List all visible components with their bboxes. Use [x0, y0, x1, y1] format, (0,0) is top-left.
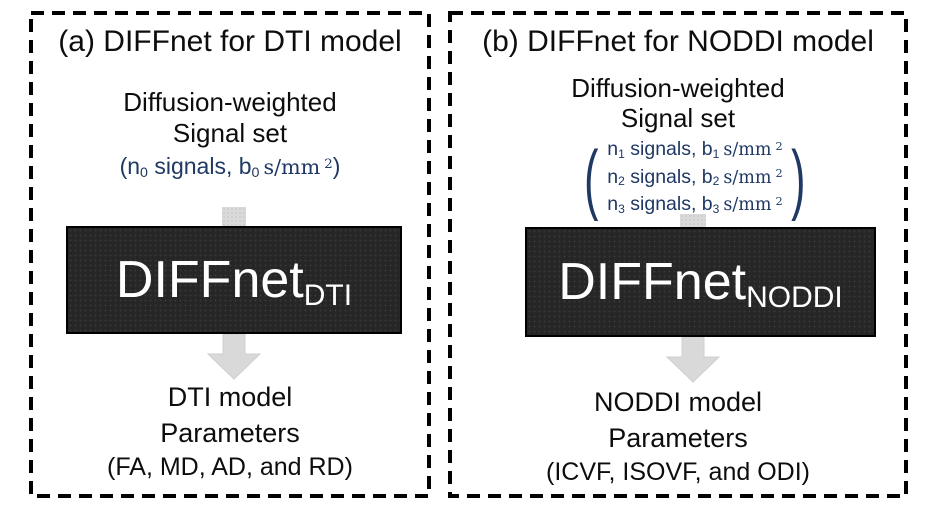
panel-dti: (a) DIFFnet for DTI model Diffusion-weig…: [29, 11, 431, 498]
signal-unit: s/mm: [263, 155, 321, 179]
row1-mid: signals, b: [624, 138, 713, 160]
row3-n-subscript: 3: [618, 201, 625, 216]
input-signal-label-line1: Diffusion-weighted: [123, 87, 337, 117]
row1-b-subscript: 1: [712, 146, 720, 161]
output-parameters-label: NODDI model Parameters (ICVF, ISOVF, and…: [448, 384, 908, 488]
row2-b-subscript: 2: [712, 174, 720, 189]
input-signal-label-line2: Signal set: [172, 118, 288, 148]
diffnet-box-subscript: DTI: [303, 279, 353, 312]
output-line3: (ICVF, ISOVF, and ODI): [546, 458, 810, 486]
output-line3: (FA, MD, AD, and RD): [107, 453, 353, 481]
signal-mid: signals, b: [147, 153, 252, 179]
panel-dti-title: (a) DIFFnet for DTI model: [58, 25, 402, 58]
signal-n-subscript: 0: [140, 165, 148, 182]
input-signal-label: Diffusion-weighted Signal set: [448, 73, 908, 133]
row3-mid: signals, b: [624, 193, 713, 215]
input-signal-label-line1: Diffusion-weighted: [571, 73, 785, 103]
signal-open: (n: [119, 153, 141, 179]
signal-b-subscript: 0: [251, 165, 260, 182]
input-arrow-tail-icon: [680, 214, 706, 230]
input-signal-label: Diffusion-weighted Signal set: [29, 87, 431, 149]
panel-noddi-dashed-border: [448, 11, 908, 498]
diffnet-box-label: DIFFnet: [115, 251, 304, 309]
row2-superscript: 2: [775, 167, 783, 181]
down-arrow-icon: [665, 337, 721, 383]
row3-n: n: [607, 193, 619, 215]
output-line2: Parameters: [160, 418, 300, 448]
row2-unit: s/mm: [723, 167, 772, 188]
row3-unit: s/mm: [723, 195, 772, 215]
matrix-paren-right: ): [791, 134, 806, 223]
output-line2: Parameters: [608, 423, 748, 453]
row3-superscript: 2: [775, 194, 783, 208]
panel-noddi-title: (b) DIFFnet for NODDI model: [482, 25, 874, 58]
signal-superscript: 2: [324, 157, 333, 172]
matrix-paren-left: (: [584, 134, 599, 223]
row1-n-subscript: 1: [618, 146, 625, 161]
panel-noddi: (b) DIFFnet for NODDI model Diffusion-we…: [448, 11, 908, 498]
input-signal-label-line2: Signal set: [620, 103, 736, 133]
row3-b-subscript: 3: [712, 201, 720, 216]
signal-close: ): [332, 153, 341, 179]
output-parameters-label: DTI model Parameters (FA, MD, AD, and RD…: [29, 379, 431, 483]
input-arrow-tail-icon: [222, 207, 246, 229]
row2-n: n: [607, 165, 619, 188]
row2-n-subscript: 2: [618, 174, 625, 189]
output-line1: DTI model: [167, 382, 293, 412]
panel-dti-dashed-border: [29, 11, 431, 498]
row2-mid: signals, b: [624, 165, 713, 188]
row1-unit: s/mm: [723, 140, 772, 160]
diffnet-box-subscript: NODDI: [746, 281, 843, 314]
row1-n: n: [607, 138, 619, 160]
row1-superscript: 2: [775, 139, 783, 153]
diffnet-box-label: DIFFnet: [558, 253, 747, 311]
output-line1: NODDI model: [593, 387, 763, 417]
down-arrow-icon: [206, 334, 262, 380]
